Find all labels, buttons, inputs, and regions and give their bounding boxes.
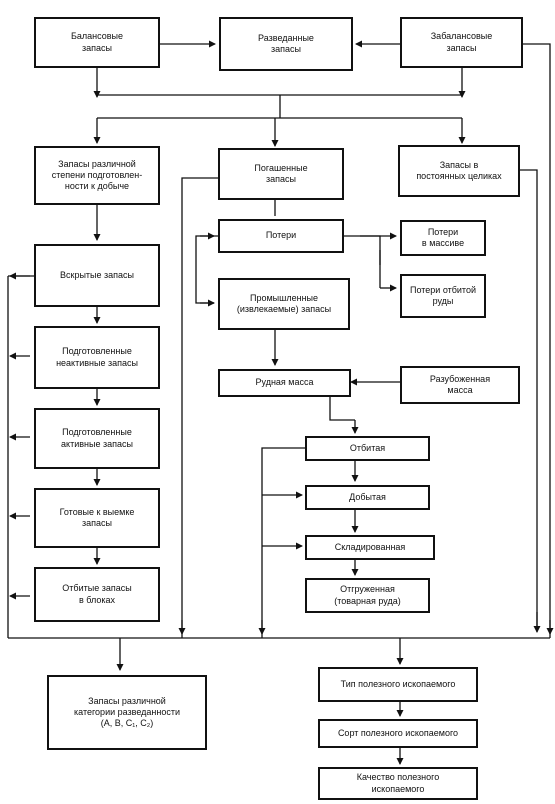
redeemed-reserves-box: Погашенные запасы	[218, 148, 344, 200]
shipped-ore-box: Отгруженная (товарная руда)	[305, 578, 430, 613]
broken-in-blocks-box: Отбитые запасы в блоках	[34, 567, 160, 622]
ready-reserves-box: Готовые к выемке запасы	[34, 488, 160, 548]
ore-mass-box: Рудная масса	[218, 369, 351, 397]
offbalance-reserves-box: Забалансовые запасы	[400, 17, 523, 68]
mineral-type-box: Тип полезного ископаемого	[318, 667, 478, 702]
preparation-reserves-box: Запасы различной степени подготовлен- но…	[34, 146, 160, 205]
mineral-quality-box: Качество полезного ископаемого	[318, 767, 478, 800]
mineral-grade-box: Сорт полезного ископаемого	[318, 719, 478, 748]
industrial-reserves-box: Промышленные (извлекаемые) запасы	[218, 278, 350, 330]
pillar-reserves-box: Запасы в постоянных целиках	[398, 145, 520, 197]
losses-in-massif-box: Потери в массиве	[400, 220, 486, 256]
prepared-inactive-box: Подготовленные неактивные запасы	[34, 326, 160, 389]
broken-ore-box: Отбитая	[305, 436, 430, 461]
explored-reserves-box: Разведанные запасы	[219, 17, 353, 71]
mined-ore-box: Добытая	[305, 485, 430, 510]
exploration-category-box: Запасы различной категории разведанности…	[47, 675, 207, 750]
losses-broken-ore-box: Потери отбитой руды	[400, 274, 486, 318]
prepared-active-box: Подготовленные активные запасы	[34, 408, 160, 469]
balance-reserves-box: Балансовые запасы	[34, 17, 160, 68]
stored-ore-box: Складированная	[305, 535, 435, 560]
losses-box: Потери	[218, 219, 344, 253]
opened-reserves-box: Вскрытые запасы	[34, 244, 160, 307]
diluting-mass-box: Разубоженная масса	[400, 366, 520, 404]
